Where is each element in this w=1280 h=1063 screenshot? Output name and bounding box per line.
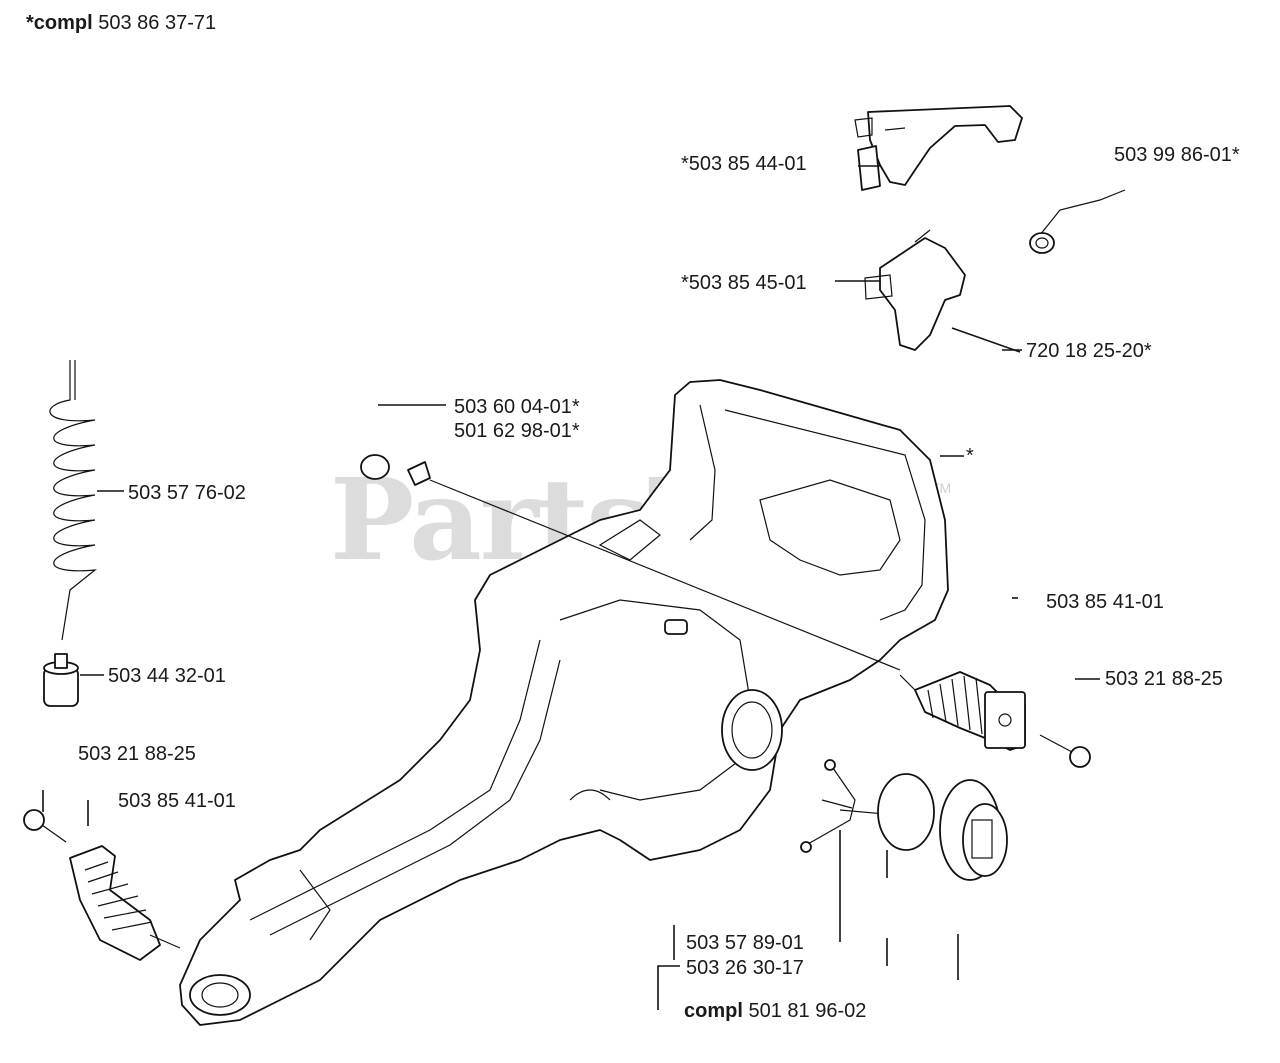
header-compl-label: *compl 503 86 37-71 <box>26 12 217 34</box>
callout-503-85-45-01: *503 85 45-01 <box>681 272 807 294</box>
throttle-lockout-illustration <box>864 229 966 351</box>
lockout-spring-illustration <box>1029 189 1126 254</box>
rubber-mount-illustration <box>43 653 79 707</box>
callout-720-18-25-20: 720 18 25-20* <box>1026 340 1152 362</box>
callout-503-85-41-01-left: 503 85 41-01 <box>118 790 236 812</box>
throttle-trigger-illustration <box>854 105 1023 191</box>
right-av-spring-illustration <box>899 671 1091 768</box>
callout-503-85-44-01: *503 85 44-01 <box>681 153 807 175</box>
fuel-cap-illustration <box>939 779 1008 881</box>
footer-compl-label: compl 501 81 96-02 <box>684 1000 867 1022</box>
callout-asterisk: * <box>966 445 974 467</box>
left-av-spring-illustration <box>23 809 181 961</box>
callout-503-57-76-02: 503 57 76-02 <box>128 482 246 504</box>
screw-plug-illustration <box>360 454 901 671</box>
leader-lines <box>42 165 1100 1010</box>
callout-503-44-32-01: 503 44 32-01 <box>108 665 226 687</box>
callout-501-62-98-01: 501 62 98-01* <box>454 420 580 442</box>
callout-503-85-41-01-right: 503 85 41-01 <box>1046 591 1164 613</box>
o-ring-illustration <box>877 773 935 851</box>
handle-housing-illustration <box>179 379 949 1026</box>
callout-503-21-88-25-left: 503 21 88-25 <box>78 743 196 765</box>
pin-illustration <box>951 327 1021 353</box>
callout-503-21-88-25-right: 503 21 88-25 <box>1105 668 1223 690</box>
callout-503-60-04-01: 503 60 04-01* <box>454 396 580 418</box>
callout-503-57-89-01: 503 57 89-01 <box>686 932 804 954</box>
callout-503-99-86-01: 503 99 86-01* <box>1114 144 1240 166</box>
callout-503-26-30-17: 503 26 30-17 <box>686 957 804 979</box>
fuel-hose-coil-illustration <box>49 360 97 641</box>
